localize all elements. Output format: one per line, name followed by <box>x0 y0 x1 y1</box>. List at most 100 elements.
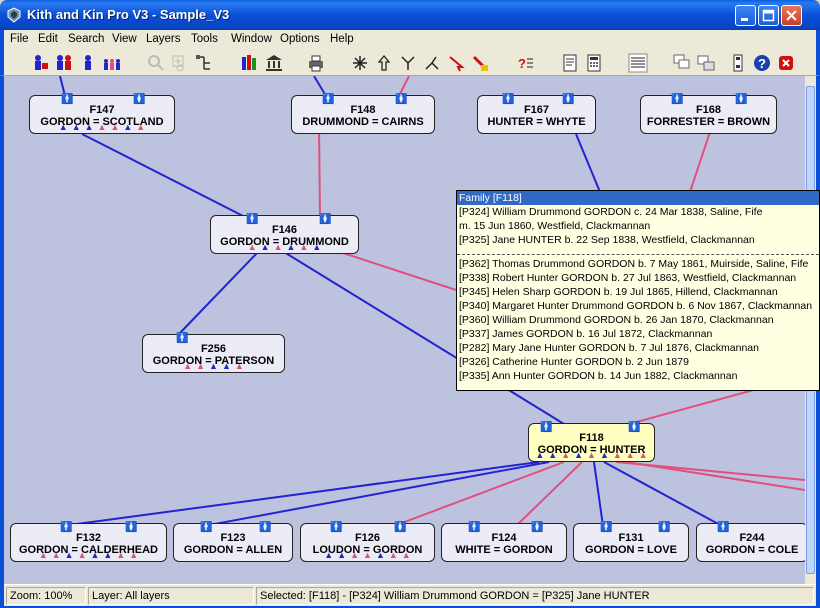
family-box-f147[interactable]: 🚹 🚺 F147 GORDON = SCOTLAND ▲▲▲▲▲▲▲ <box>29 95 175 134</box>
report-icon[interactable] <box>560 53 580 73</box>
window-title: Kith and Kin Pro V3 - Sample_V3 <box>27 7 229 22</box>
highlight-icon[interactable] <box>470 53 490 73</box>
family-box-f123[interactable]: 🚹 🚺 F123 GORDON = ALLEN <box>173 523 293 562</box>
add-family-icon[interactable] <box>54 53 74 73</box>
books-icon[interactable] <box>240 53 260 73</box>
menu-file[interactable]: File <box>10 33 29 45</box>
female-child-icon: ▲ <box>78 550 87 560</box>
children-markers: ▲▲▲▲▲ <box>143 362 284 371</box>
tree-icon[interactable] <box>194 53 214 73</box>
popup-parent-line: [P324] William Drummond GORDON c. 24 Mar… <box>457 205 819 219</box>
zoom-icon[interactable] <box>146 53 166 73</box>
family-name: WHITE = GORDON <box>442 544 566 557</box>
family-name: HUNTER = WHYTE <box>478 116 595 129</box>
female-child-icon: ▲ <box>389 550 398 560</box>
menu-bar: File Edit Search View Layers Tools Windo… <box>0 30 820 50</box>
father-icon: 🚹 <box>671 95 683 105</box>
person-male-icon[interactable] <box>78 53 98 73</box>
male-child-icon: ▲ <box>574 450 583 460</box>
menu-tools[interactable]: Tools <box>191 33 218 45</box>
menu-search[interactable]: Search <box>68 33 104 45</box>
father-icon: 🚹 <box>200 523 212 533</box>
female-child-icon: ▲ <box>136 122 145 132</box>
popup-child-line: [P345] Helen Sharp GORDON b. 19 Jul 1865… <box>457 285 819 299</box>
minimize-button[interactable] <box>735 5 756 26</box>
menu-layers[interactable]: Layers <box>146 33 181 45</box>
mother-icon: 🚺 <box>531 523 543 533</box>
status-layer: Layer: All layers <box>88 587 254 605</box>
female-child-icon: ▲ <box>248 242 257 252</box>
family-box-f126[interactable]: 🚹 🚺 F126 LOUDON = GORDON ▲▲▲▲▲▲▲ <box>300 523 435 562</box>
add-person-icon[interactable] <box>30 53 50 73</box>
popup-child-line: [P282] Mary Jane Hunter GORDON b. 7 Jul … <box>457 341 819 355</box>
list-icon[interactable] <box>628 53 648 73</box>
family-box-f168[interactable]: 🚹 🚺 F168 FORRESTER = BROWN <box>640 95 777 134</box>
menu-view[interactable]: View <box>112 33 137 45</box>
male-child-icon: ▲ <box>324 550 333 560</box>
menu-help[interactable]: Help <box>330 33 354 45</box>
pointer-icon[interactable] <box>446 53 466 73</box>
line-f146-f256 <box>179 252 258 334</box>
mother-icon: 🚺 <box>395 95 407 105</box>
mother-icon: 🚺 <box>562 95 574 105</box>
mother-icon: 🚺 <box>394 523 406 533</box>
male-child-icon: ▲ <box>123 122 132 132</box>
tile-icon[interactable] <box>696 53 716 73</box>
family-box-f148[interactable]: 🚹 🚺 F148 DRUMMOND = CAIRNS <box>291 95 435 134</box>
navigate-icon[interactable] <box>350 53 370 73</box>
mother-icon: 🚺 <box>125 523 137 533</box>
mother-icon: 🚺 <box>735 95 747 105</box>
line-f148-up-m <box>314 76 326 96</box>
father-icon: 🚹 <box>600 523 612 533</box>
family-id: F148 <box>292 105 434 116</box>
popup-child-line: [P338] Robert Hunter GORDON b. 27 Jul 18… <box>457 271 819 285</box>
help-icon[interactable]: ? <box>752 53 772 73</box>
father-icon: 🚹 <box>502 95 514 105</box>
female-child-icon: ▲ <box>639 450 648 460</box>
male-child-icon: ▲ <box>312 242 321 252</box>
line-f118-offright2 <box>626 462 805 490</box>
close-window-button[interactable] <box>781 5 802 26</box>
close-icon[interactable] <box>776 53 796 73</box>
male-child-icon: ▲ <box>85 122 94 132</box>
family-id: F123 <box>174 533 292 544</box>
zoom-add-icon[interactable] <box>170 53 190 73</box>
mother-icon: 🚺 <box>259 523 271 533</box>
calculator-icon[interactable] <box>584 53 604 73</box>
family-box-f131[interactable]: 🚹 🚺 F131 GORDON = LOVE <box>573 523 689 562</box>
menu-window[interactable]: Window <box>231 33 272 45</box>
female-child-icon: ▲ <box>39 550 48 560</box>
children-markers: ▲▲▲▲▲▲▲▲▲ <box>529 451 654 460</box>
navigate-down-icon[interactable] <box>398 53 418 73</box>
library-icon[interactable] <box>264 53 284 73</box>
minimize-icon <box>739 9 752 22</box>
family-box-f244[interactable]: 🚹 F244 GORDON = COLE <box>696 523 805 562</box>
cascade-icon[interactable] <box>672 53 692 73</box>
children-icon[interactable] <box>102 53 122 73</box>
family-box-f118[interactable]: 🚹 🚺 F118 GORDON = HUNTER ▲▲▲▲▲▲▲▲▲ <box>528 423 655 462</box>
family-box-f124[interactable]: 🚹 🚺 F124 WHITE = GORDON <box>441 523 567 562</box>
print-icon[interactable] <box>306 53 326 73</box>
male-child-icon: ▲ <box>287 242 296 252</box>
male-child-icon: ▲ <box>59 122 68 132</box>
menu-options[interactable]: Options <box>280 33 320 45</box>
family-box-f256[interactable]: 🚹 F256 GORDON = PATERSON ▲▲▲▲▲ <box>142 334 285 373</box>
family-box-f146[interactable]: 🚹 🚺 F146 GORDON = DRUMMOND ▲▲▲▲▲▲ <box>210 215 359 254</box>
navigate-right-icon[interactable] <box>422 53 442 73</box>
svg-text:?: ? <box>758 56 766 71</box>
window-icon[interactable] <box>728 53 748 73</box>
menu-edit[interactable]: Edit <box>38 33 58 45</box>
popup-child-line: [P362] Thomas Drummond GORDON b. 7 May 1… <box>457 257 819 271</box>
father-icon: 🚹 <box>246 215 258 225</box>
popup-child-line: [P360] William Drummond GORDON b. 26 Jan… <box>457 313 819 327</box>
family-id: F244 <box>697 533 805 544</box>
line-f148-f146 <box>319 126 320 218</box>
family-box-f167[interactable]: 🚹 🚺 F167 HUNTER = WHYTE <box>477 95 596 134</box>
family-box-f132[interactable]: 🚹 🚺 F132 GORDON = CALDERHEAD ▲▲▲▲▲▲▲▲ <box>10 523 167 562</box>
title-bar[interactable]: Kith and Kin Pro V3 - Sample_V3 <box>0 0 820 30</box>
female-child-icon: ▲ <box>363 550 372 560</box>
maximize-button[interactable] <box>758 5 779 26</box>
navigate-up-icon[interactable] <box>374 53 394 73</box>
question-icon[interactable]: ? <box>516 53 536 73</box>
popup-child-line: [P337] James GORDON b. 16 Jul 1872, Clac… <box>457 327 819 341</box>
